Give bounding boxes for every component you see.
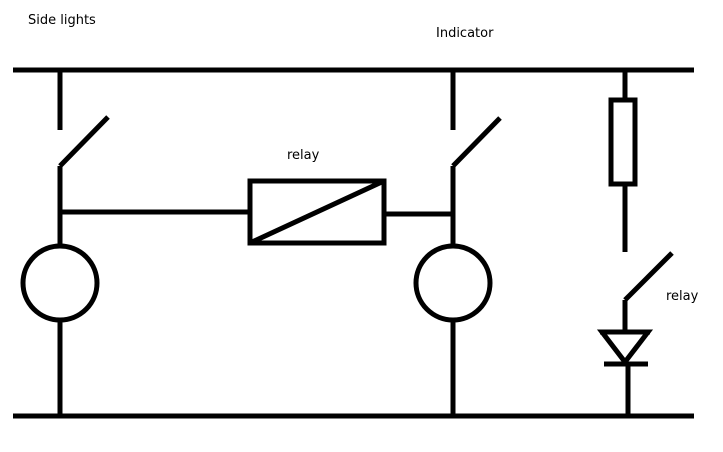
indicator-label: Indicator [436,26,494,41]
relay-coil-label: relay [287,148,320,163]
relay-coil-diagonal [248,178,386,246]
diode-triangle [596,329,654,367]
indicator-lamp [413,243,493,323]
relay-switch [623,251,674,302]
relay-switch-label: relay [666,289,699,304]
side-lights-switch [58,115,110,168]
resistor [608,97,638,187]
side-lights-label: Side lights [28,13,96,28]
side-lights-lamp [20,243,100,323]
indicator-switch [451,116,502,168]
